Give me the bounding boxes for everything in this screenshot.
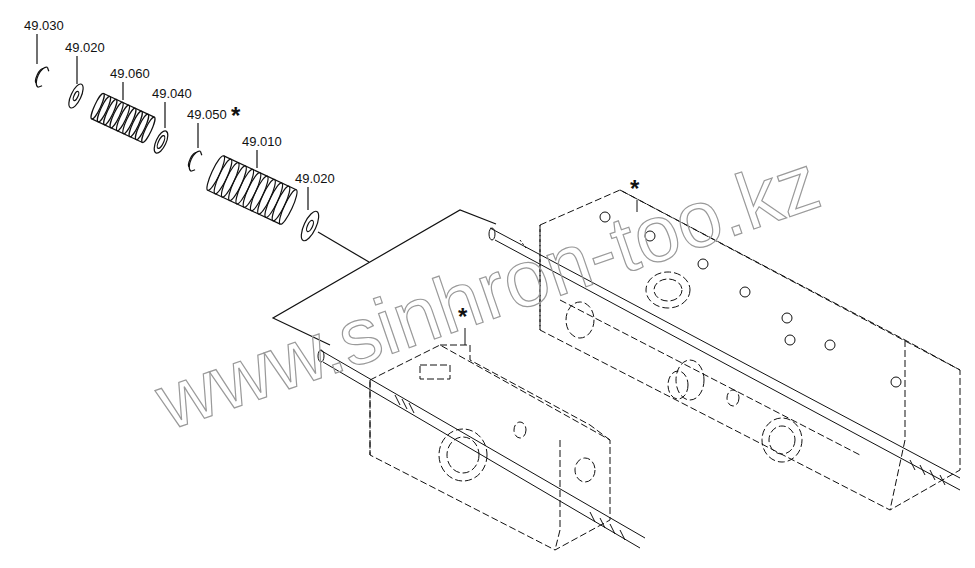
retaining-clip	[33, 65, 50, 89]
retaining-clip	[186, 149, 203, 173]
callout-number: 49.060	[110, 66, 150, 81]
spring	[89, 92, 157, 144]
asterisk-mark: *	[231, 104, 240, 128]
callout-number: 49.010	[242, 134, 282, 149]
callout-number: 49.040	[152, 86, 192, 101]
left-housing	[370, 345, 610, 550]
washer	[298, 209, 322, 243]
spring	[204, 154, 300, 226]
callout-number: 49.030	[24, 18, 64, 33]
watermark: www.sinhron-too.kz	[145, 137, 830, 448]
callout-number: 49.020	[65, 40, 105, 55]
washer	[66, 82, 86, 110]
callout-number: 49.050	[187, 107, 227, 122]
washer	[151, 129, 170, 155]
callout-number: 49.020	[295, 171, 335, 186]
